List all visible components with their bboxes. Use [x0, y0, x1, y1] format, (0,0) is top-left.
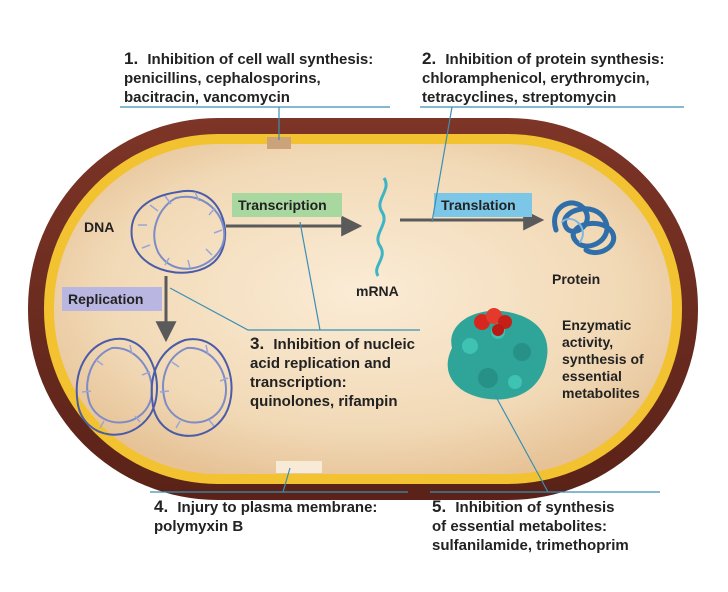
callout-2-line1: Inhibition of protein synthesis:: [445, 51, 664, 68]
callout-5-line3: sulfanilamide, trimethoprim: [432, 537, 629, 554]
callout-5-number: 5.: [432, 497, 446, 516]
callout-1: 1. Inhibition of cell wall synthesis: pe…: [124, 49, 377, 106]
dna-circle: [130, 189, 227, 274]
cell-wall-gap: [267, 137, 291, 149]
substrate-shape: [474, 308, 512, 336]
enzymatic-activity-label: Enzymatic activity, synthesis of essenti…: [562, 317, 648, 401]
replication-box: [62, 287, 162, 311]
callout-4-line1: Injury to plasma membrane:: [177, 499, 377, 516]
replication-label: Replication: [68, 291, 143, 307]
callout-1-line2: penicillins, cephalosporins,: [124, 70, 321, 87]
dna-label: DNA: [84, 219, 114, 235]
protein-shape: [552, 200, 617, 256]
callout-2-line2: chloramphenicol, erythromycin,: [422, 70, 650, 87]
mrna-label: mRNA: [356, 283, 399, 299]
protein-label: Protein: [552, 271, 600, 287]
callout-4: 4. Injury to plasma membrane: polymyxin …: [154, 497, 382, 535]
callout-1-line1: Inhibition of cell wall synthesis:: [147, 51, 373, 68]
callout-2: 2. Inhibition of protein synthesis: chlo…: [422, 49, 669, 106]
callout-4-number: 4.: [154, 497, 168, 516]
callout-5: 5. Inhibition of synthesis of essential …: [432, 497, 629, 554]
callout-2-line3: tetracyclines, streptomycin: [422, 89, 616, 106]
transcription-label: Transcription: [238, 197, 327, 213]
callout-3-line1: Inhibition of nucleic: [273, 336, 415, 353]
translation-label: Translation: [441, 197, 516, 213]
callout-1-line3: bacitracin, vancomycin: [124, 89, 290, 106]
membrane-gap: [276, 461, 322, 473]
callout-3: 3. Inhibition of nucleic acid replicatio…: [250, 334, 419, 410]
callout-5-line1: Inhibition of synthesis: [455, 499, 614, 516]
callout-5-line2: of essential metabolites:: [432, 518, 607, 535]
callout-3-line3: transcription:: [250, 374, 347, 391]
leader-3: [169, 287, 420, 331]
replicated-dna: [75, 337, 233, 437]
callout-3-line2: acid replication and: [250, 355, 391, 372]
callout-4-line2: polymyxin B: [154, 518, 243, 535]
transcription-box: [232, 193, 342, 217]
translation-box: [434, 193, 532, 217]
callout-3-number: 3.: [250, 334, 264, 353]
leader-lines: [120, 106, 684, 493]
callout-2-number: 2.: [422, 49, 436, 68]
enzyme-shape: [447, 308, 548, 400]
callout-3-line4: quinolones, rifampin: [250, 393, 398, 410]
mrna-strand: [375, 177, 388, 277]
callout-1-number: 1.: [124, 49, 138, 68]
